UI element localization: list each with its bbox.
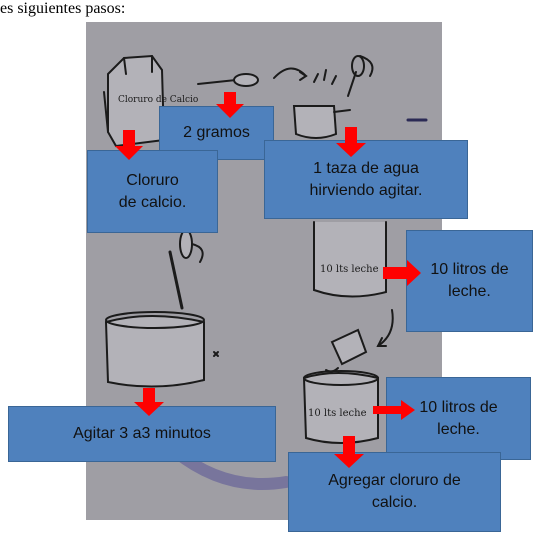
box-taza-de-agua: 1 taza de agua hirviendo agitar. [264, 140, 468, 219]
arrow-right-10-litros-2 [373, 400, 415, 420]
sketch-drawing: Cloruro de Calcio 10 lts leche 10 lts le… [103, 54, 428, 490]
arrow-down-agregar [334, 436, 364, 468]
bag-icon [103, 54, 166, 148]
spoon-icon [197, 73, 259, 87]
arrow-down-taza [336, 127, 366, 157]
arrow-right-10-litros-1 [383, 260, 421, 286]
header-text: es siguientes pasos: [0, 0, 126, 17]
pot-bottom-icon [302, 370, 379, 444]
pot-right-label: 10 lts leche [320, 264, 379, 275]
arrow-down-2-gramos [216, 92, 244, 118]
arrow-down-cloruro [115, 130, 143, 160]
pouring-cup-icon [325, 328, 368, 373]
bag-label: Cloruro de Calcio [118, 95, 198, 105]
pot-bottom-label: 10 lts leche [308, 408, 367, 419]
box-10-litros-2: 10 litros de leche. [386, 377, 531, 460]
pot-left-icon [104, 229, 205, 388]
arrow-down-agitar [134, 388, 164, 416]
box-10-litros-1: 10 litros de leche. [406, 230, 533, 332]
box-agitar: Agitar 3 a3 minutos [8, 406, 276, 462]
cup-icon [292, 105, 351, 139]
box-agregar-cloruro: Agregar cloruro de calcio. [288, 452, 501, 532]
pot-right-icon [313, 221, 387, 298]
box-cloruro-de-calcio: Cloruro de calcio. [87, 150, 218, 233]
